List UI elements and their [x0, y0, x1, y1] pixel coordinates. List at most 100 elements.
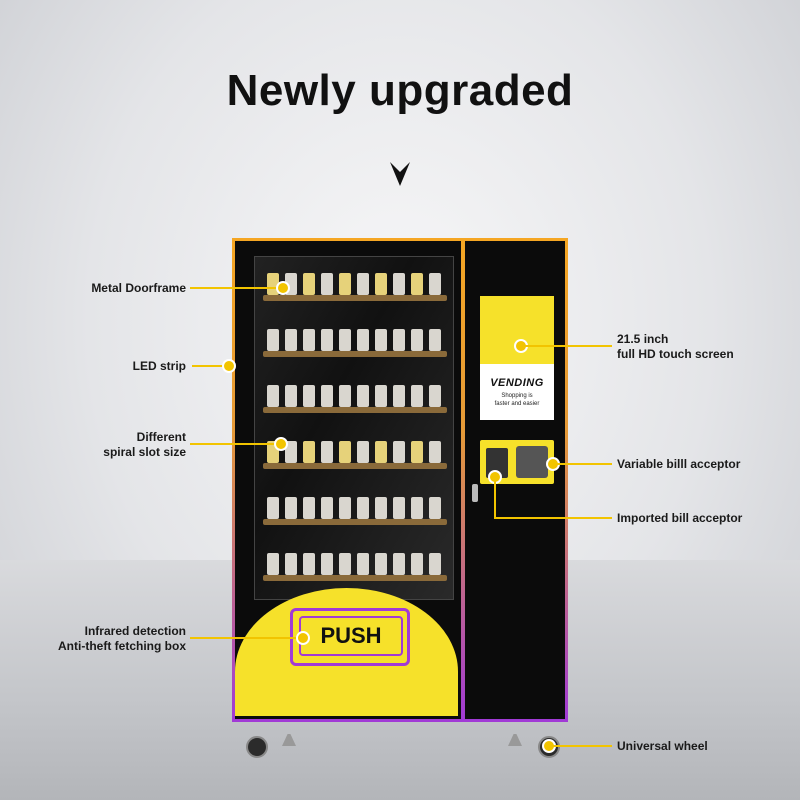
door-lock[interactable] — [472, 484, 478, 502]
product-item — [393, 497, 405, 519]
screen-ad: VENDING Shopping is faster and easier — [480, 364, 554, 420]
product-item — [375, 329, 387, 351]
callout-dot — [296, 631, 310, 645]
label-infrared-line1: Infrared detection — [84, 624, 186, 638]
product-item — [411, 441, 423, 463]
product-item — [411, 329, 423, 351]
label-spiral-slot: Different spiral slot size — [103, 430, 186, 460]
product-item — [285, 385, 297, 407]
product-item — [357, 329, 369, 351]
callout-line — [190, 287, 278, 289]
screen-brand: VENDING — [490, 376, 544, 389]
product-item — [303, 273, 315, 295]
shelf — [263, 351, 447, 357]
product-item — [285, 441, 297, 463]
product-item — [321, 441, 333, 463]
callout-line — [552, 745, 612, 747]
product-item — [375, 441, 387, 463]
product-item — [375, 497, 387, 519]
screen-tagline: Shopping is faster and easier — [495, 392, 540, 408]
product-item — [285, 497, 297, 519]
shelf — [263, 407, 447, 413]
screen-tagline-line1: Shopping is — [501, 392, 533, 399]
pickup-box[interactable]: PUSH — [290, 608, 410, 666]
chevron-down-icon — [390, 162, 410, 186]
shelf — [263, 519, 447, 525]
product-item — [429, 329, 441, 351]
label-imported-bill: Imported bill acceptor — [617, 511, 743, 525]
product-item — [375, 553, 387, 575]
product-item — [303, 497, 315, 519]
label-led-strip: LED strip — [132, 359, 186, 373]
product-item — [339, 385, 351, 407]
label-touch-line1: 21.5 inch — [617, 332, 669, 346]
product-item — [429, 553, 441, 575]
callout-line — [524, 345, 612, 347]
label-metal-doorframe: Metal Doorframe — [91, 281, 186, 295]
product-item — [267, 385, 279, 407]
page-title: Newly upgraded — [226, 66, 574, 115]
product-item — [321, 553, 333, 575]
product-item — [429, 441, 441, 463]
product-item — [321, 329, 333, 351]
callout-line — [494, 480, 496, 518]
product-item — [321, 497, 333, 519]
product-item — [339, 329, 351, 351]
variable-bill-acceptor[interactable] — [516, 446, 548, 478]
display-window — [254, 256, 454, 600]
callout-dot — [274, 437, 288, 451]
product-item — [267, 329, 279, 351]
push-button[interactable]: PUSH — [299, 616, 403, 656]
product-item — [357, 553, 369, 575]
product-item — [303, 385, 315, 407]
product-item — [411, 553, 423, 575]
touch-screen[interactable]: VENDING Shopping is faster and easier — [480, 296, 554, 420]
product-item — [339, 553, 351, 575]
label-spiral-line2: spiral slot size — [103, 445, 186, 459]
product-item — [303, 553, 315, 575]
label-touch-line2: full HD touch screen — [617, 347, 734, 361]
product-item — [357, 385, 369, 407]
product-item — [267, 553, 279, 575]
product-item — [393, 553, 405, 575]
product-item — [339, 273, 351, 295]
product-item — [429, 497, 441, 519]
product-item — [429, 385, 441, 407]
product-item — [285, 553, 297, 575]
product-item — [357, 441, 369, 463]
product-item — [321, 385, 333, 407]
product-item — [411, 385, 423, 407]
product-item — [411, 273, 423, 295]
product-item — [339, 497, 351, 519]
product-item — [357, 273, 369, 295]
shelf — [263, 575, 447, 581]
screen-tagline-line2: faster and easier — [494, 400, 540, 407]
callout-line — [556, 463, 612, 465]
product-item — [303, 329, 315, 351]
product-item — [321, 273, 333, 295]
product-item — [303, 441, 315, 463]
product-item — [429, 273, 441, 295]
product-item — [411, 497, 423, 519]
product-item — [375, 273, 387, 295]
wheel-left — [246, 736, 268, 758]
callout-line — [494, 517, 612, 519]
product-item — [393, 441, 405, 463]
product-item — [393, 385, 405, 407]
product-item — [267, 497, 279, 519]
label-touch-screen: 21.5 inch full HD touch screen — [617, 332, 734, 362]
callout-line — [190, 637, 300, 639]
product-item — [357, 497, 369, 519]
callout-line — [192, 365, 226, 367]
product-item — [393, 329, 405, 351]
label-variable-bill: Variable billl acceptor — [617, 457, 741, 471]
product-item — [393, 273, 405, 295]
label-universal-wheel: Universal wheel — [617, 739, 708, 753]
callout-dot — [276, 281, 290, 295]
shelf — [263, 463, 447, 469]
callout-line — [190, 443, 276, 445]
vending-machine: PUSH VENDING Shopping is faster and easi… — [232, 238, 568, 722]
label-spiral-line1: Different — [136, 430, 186, 444]
product-item — [339, 441, 351, 463]
callout-dot — [222, 359, 236, 373]
